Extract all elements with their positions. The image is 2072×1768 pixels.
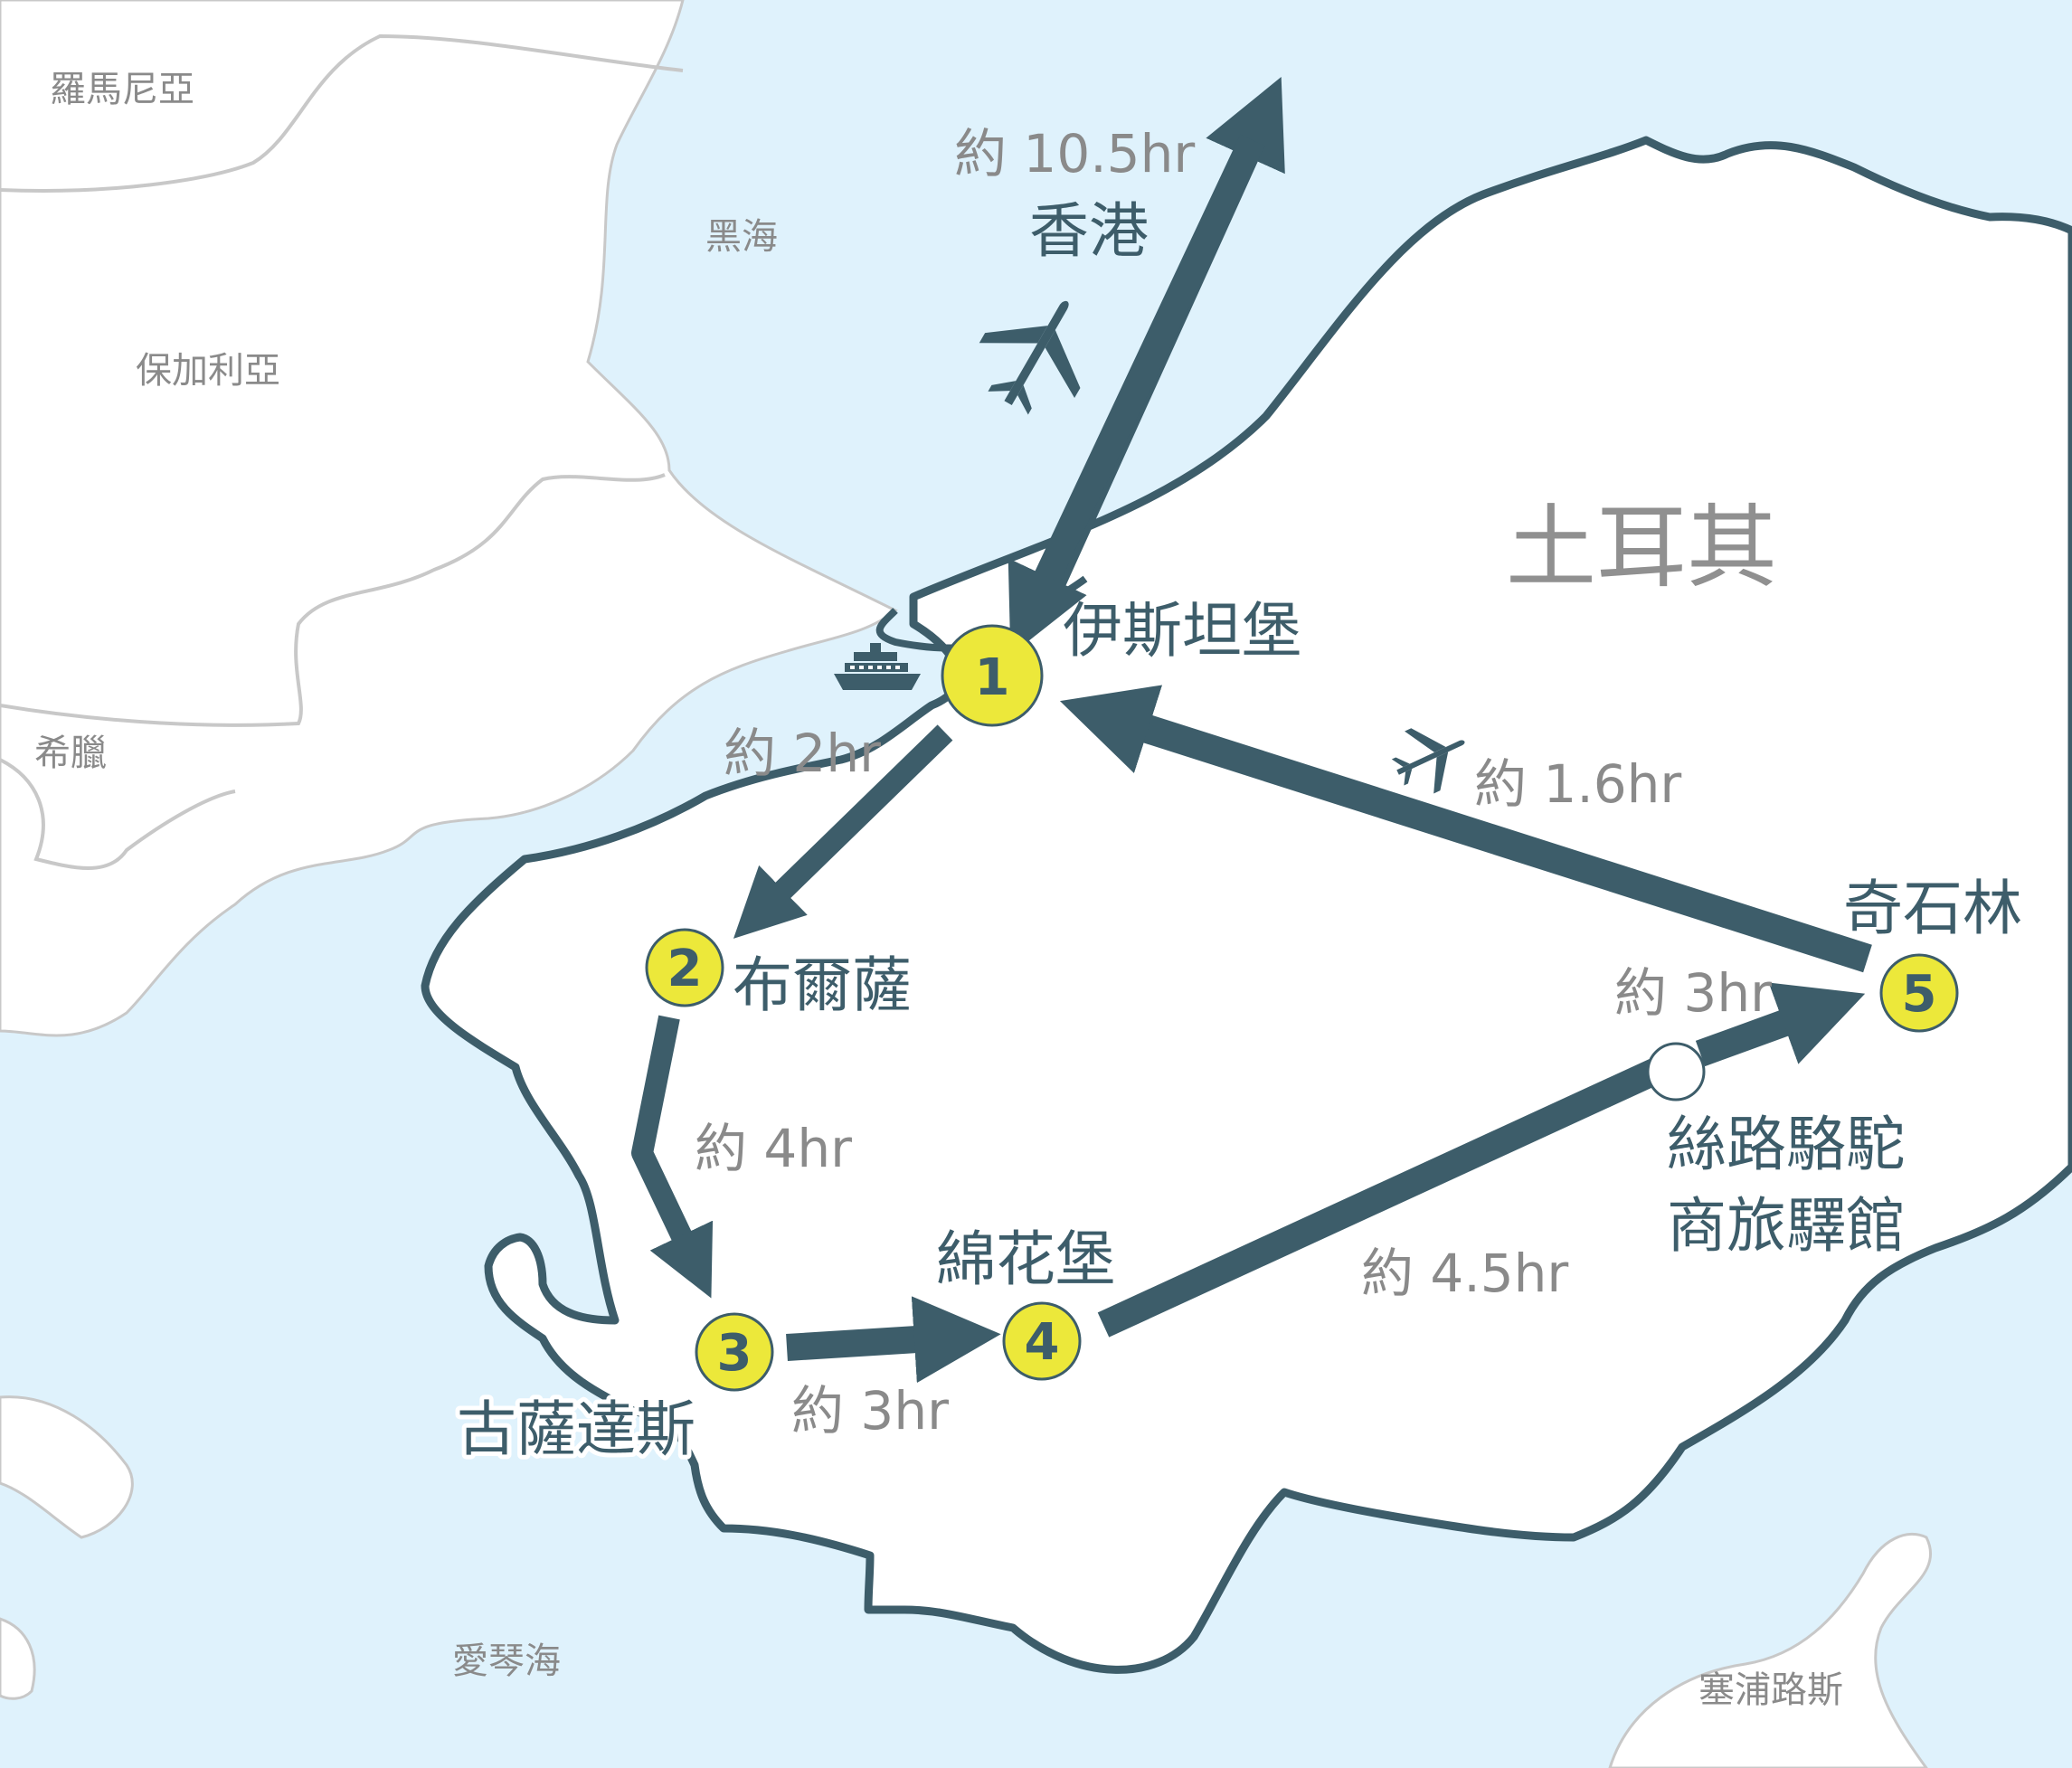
airplane-icon [979, 300, 1081, 415]
island-left [0, 1395, 134, 1539]
route-kusadasi-pamukkale [786, 1296, 1001, 1384]
greece-label: 希臘 [34, 733, 107, 774]
stop-2-name: 布爾薩 [733, 950, 912, 1020]
stop-5-name: 奇石林 [1843, 874, 2022, 943]
romania-border [0, 33, 684, 193]
duration-pamukkale-caravanserai: 約 4.5hr [1361, 1243, 1568, 1304]
route-cappadocia-istanbul [1059, 685, 1872, 973]
duration-bursa-kusadasi: 約 4hr [695, 1118, 852, 1179]
duration-istanbul-bursa: 約 2hr [724, 723, 881, 784]
greece-coast [0, 758, 236, 870]
duration-kusadasi-pamukkale: 約 3hr [791, 1380, 949, 1442]
caravanserai-name-line1: 絲路駱駝 [1667, 1110, 1906, 1179]
ship-icon [834, 643, 921, 690]
stop-3: 3 [695, 1312, 774, 1392]
stop-4: 4 [1002, 1301, 1082, 1381]
cyprus-label: 塞浦路斯 [1698, 1669, 1843, 1711]
turkey-land [421, 136, 2072, 1674]
stop-1-name: 伊斯坦堡 [1063, 596, 1301, 666]
balkans-land [0, 0, 898, 1037]
route-istanbul-bursa [733, 724, 953, 939]
duration-caravanserai-cappadocia: 約 3hr [1614, 962, 1772, 1024]
stop-1: 1 [941, 624, 1044, 727]
stop-3-number: 3 [717, 1324, 752, 1383]
stop-4-name: 綿花堡 [936, 1224, 1115, 1294]
duration-hongkong: 約 10.5hr [954, 123, 1195, 184]
bulgaria-label: 保加利亞 [136, 350, 280, 392]
caravanserai-name-line2: 商旅驛館 [1667, 1191, 1906, 1261]
route-pamukkale-caravanserai [1097, 1054, 1670, 1338]
cyprus-land [1608, 1532, 1933, 1768]
stop-2-number: 2 [667, 940, 703, 998]
island-left-small [0, 1617, 36, 1700]
aegean-sea-label: 愛琴海 [452, 1640, 561, 1682]
stop-1-number: 1 [975, 648, 1010, 707]
turkey-label: 土耳其 [1506, 495, 1777, 600]
hongkong-name: 香港 [1029, 196, 1149, 266]
stop-3-name: 古薩達斯 [457, 1395, 695, 1464]
stop-2: 2 [645, 928, 724, 1007]
stop-5: 5 [1879, 953, 1959, 1033]
route-caravanserai-cappadocia [1695, 982, 1866, 1067]
bulgaria-border [0, 473, 666, 727]
duration-cappadocia-istanbul: 約 1.6hr [1474, 753, 1681, 815]
route-hongkong-istanbul [1008, 134, 1265, 656]
black-sea-label: 黑海 [705, 216, 778, 258]
airplane-icon [1391, 728, 1465, 794]
stop-4-number: 4 [1025, 1313, 1060, 1372]
stop-5-number: 5 [1902, 965, 1937, 1024]
route-bursa-kusadasi [631, 1015, 714, 1299]
caravanserai-waypoint [1646, 1042, 1706, 1101]
romania-label: 羅馬尼亞 [50, 69, 194, 110]
